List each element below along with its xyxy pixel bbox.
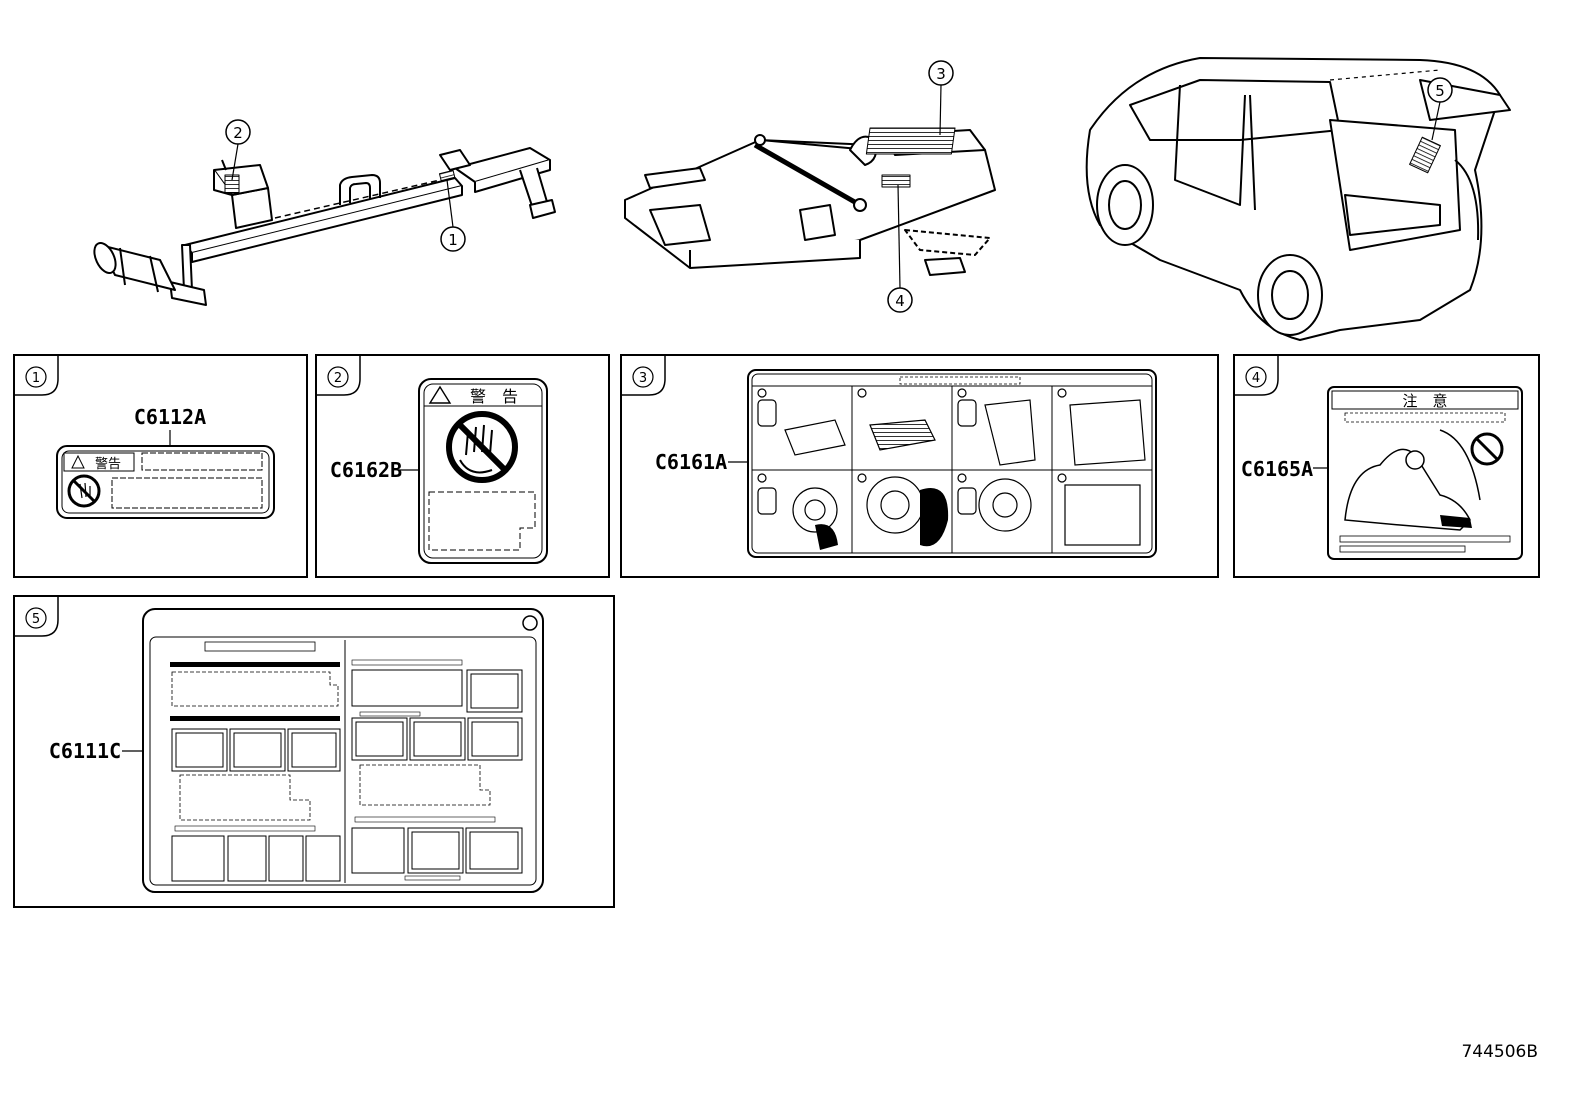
part-number-label: C6165A bbox=[1241, 457, 1313, 481]
instruction-sheet-c6111c bbox=[142, 608, 544, 893]
part-number-label: C6161A bbox=[655, 450, 727, 474]
svg-text:3: 3 bbox=[639, 371, 647, 386]
part-number-label: C6112A bbox=[134, 405, 206, 429]
svg-text:4: 4 bbox=[895, 292, 905, 310]
drawing-id: 744506B bbox=[1461, 1042, 1538, 1062]
callout-2: 2 bbox=[225, 119, 251, 181]
tool-tray-illustration bbox=[624, 127, 996, 276]
panel-1: 1 C6112A 警告 bbox=[13, 354, 308, 578]
panel-5: 5 C6111C bbox=[13, 595, 615, 908]
panel-index-badge bbox=[1245, 366, 1267, 388]
jack-bar-assembly-illustration bbox=[93, 147, 556, 306]
panel-index-badge bbox=[632, 366, 654, 388]
svg-text:警 告: 警 告 bbox=[470, 387, 518, 406]
panel-index-badge bbox=[25, 607, 47, 629]
part-number-label: C6111C bbox=[49, 739, 121, 763]
callout-3: 3 bbox=[928, 60, 954, 136]
caution-label-c6165a: 注 意 bbox=[1327, 386, 1523, 560]
panel-3: 3 C6161A bbox=[620, 354, 1219, 578]
svg-text:2: 2 bbox=[233, 124, 243, 142]
panel-2: 2 C6162B 警 告 bbox=[315, 354, 610, 578]
svg-text:4: 4 bbox=[1252, 371, 1260, 386]
callout-4: 4 bbox=[887, 184, 913, 313]
instruction-label-c6161a bbox=[747, 369, 1157, 558]
vehicle-rear-illustration bbox=[1085, 57, 1511, 341]
panel-index-badge bbox=[25, 366, 47, 388]
svg-text:2: 2 bbox=[334, 371, 342, 386]
svg-text:5: 5 bbox=[1435, 82, 1445, 100]
panel-4: 4 C6165A 注 意 bbox=[1233, 354, 1540, 578]
svg-text:1: 1 bbox=[448, 231, 458, 249]
svg-text:3: 3 bbox=[936, 65, 946, 83]
svg-text:1: 1 bbox=[32, 371, 40, 386]
callout-1: 1 bbox=[440, 179, 466, 252]
part-number-label: C6162B bbox=[330, 458, 402, 482]
svg-text:注 意: 注 意 bbox=[1402, 392, 1447, 410]
callout-5: 5 bbox=[1427, 77, 1453, 141]
svg-text:警告: 警告 bbox=[95, 456, 121, 472]
svg-text:5: 5 bbox=[32, 612, 40, 627]
panel-index-badge bbox=[327, 366, 349, 388]
